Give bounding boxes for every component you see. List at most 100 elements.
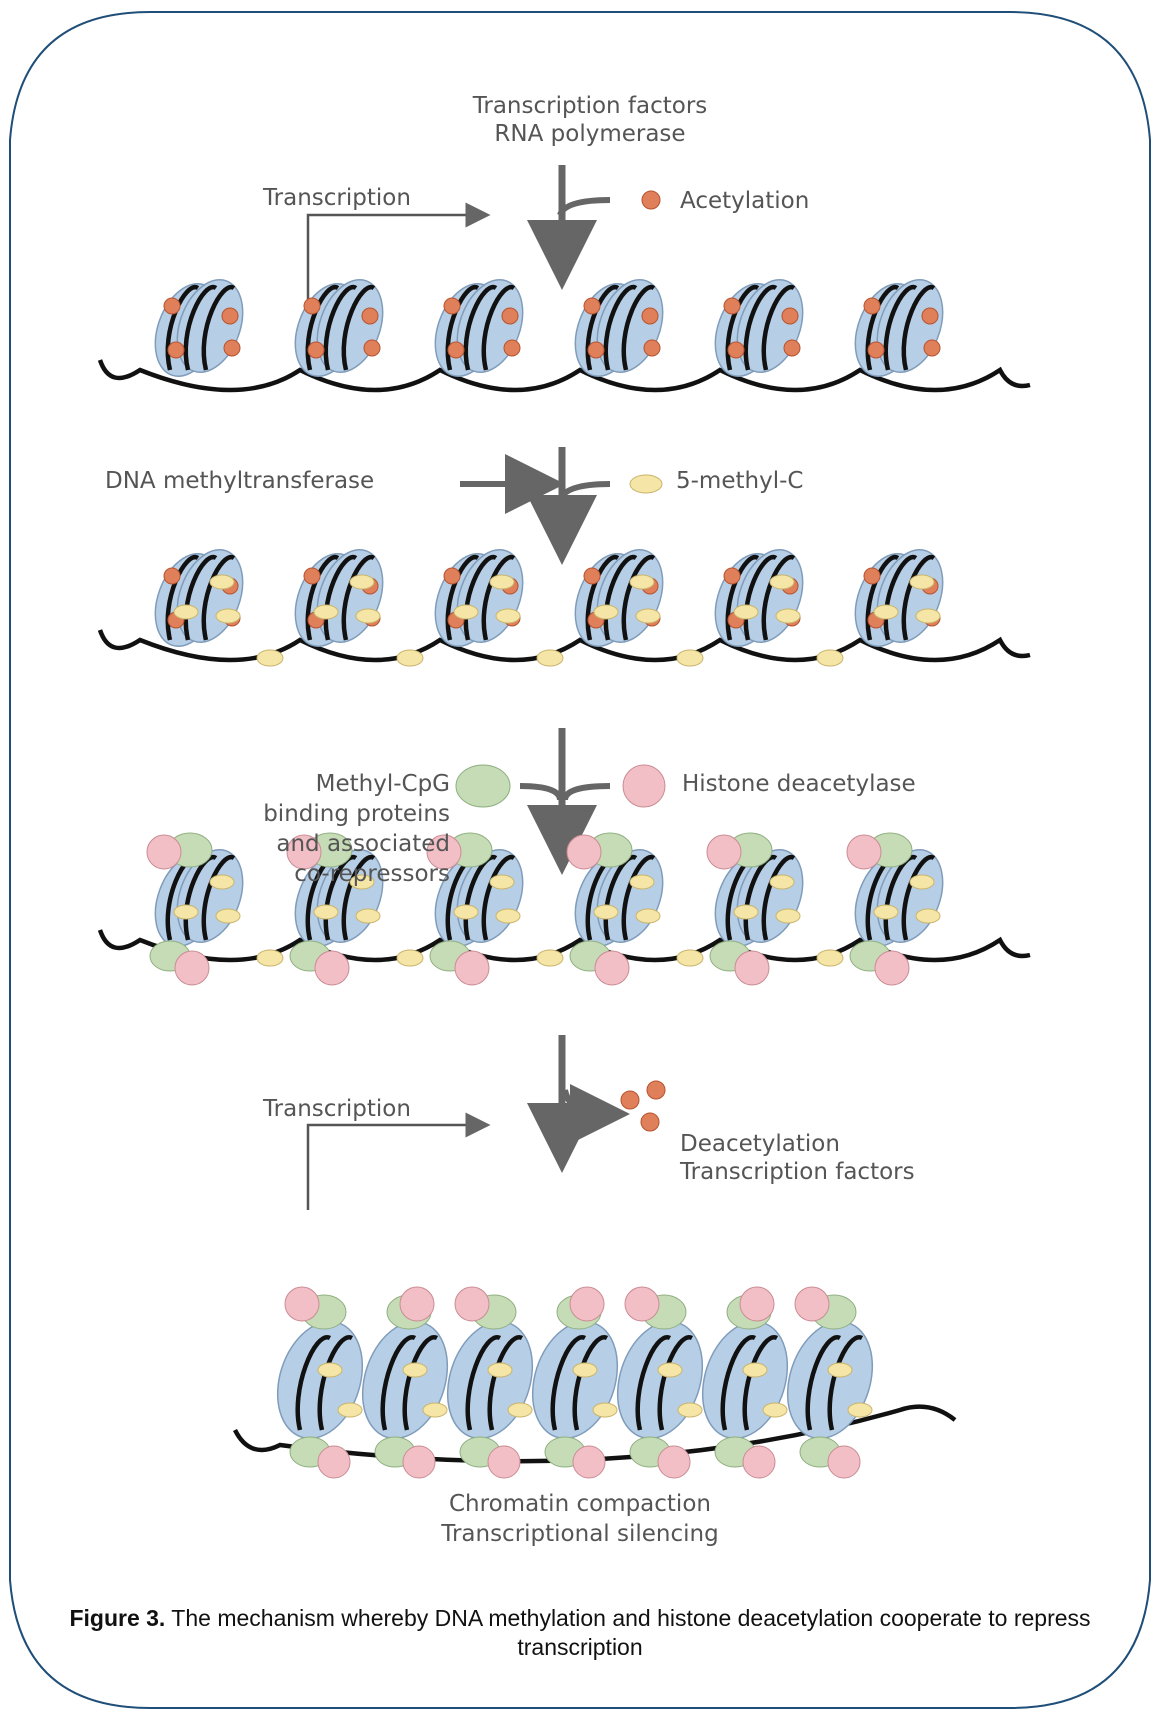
hdac-protein [175, 951, 209, 985]
acetyl-group [922, 308, 938, 324]
methyl-c [770, 575, 794, 589]
methyl-c [776, 909, 800, 923]
methyl-c-legend-icon [630, 475, 662, 493]
hdac-protein [315, 951, 349, 985]
methyl-c [770, 875, 794, 889]
methyl-c [490, 575, 514, 589]
methyl-c [496, 609, 520, 623]
methyl-c [848, 1403, 872, 1417]
caption-figure-number: Figure 3. [69, 1605, 165, 1631]
acetyl-group [444, 298, 460, 314]
linker-methyl-c [257, 650, 283, 666]
methyl-c [916, 909, 940, 923]
methyl-c [496, 909, 520, 923]
acetyl-group [362, 308, 378, 324]
hdac-protein [847, 835, 881, 869]
linker-methyl-c [537, 650, 563, 666]
methyl-c [630, 575, 654, 589]
linker-methyl-c [677, 650, 703, 666]
hdac-protein [625, 1287, 659, 1321]
methyl-c [636, 609, 660, 623]
methyl-c [210, 575, 234, 589]
acetyl-group [784, 340, 800, 356]
acetyl-group [724, 568, 740, 584]
methyl-c [910, 875, 934, 889]
linker-methyl-c [817, 950, 843, 966]
methyl-c [594, 605, 618, 619]
hdac-protein [595, 951, 629, 985]
mbp-label-3: and associated [150, 830, 450, 858]
transcription-arrow-bottom [308, 1125, 478, 1210]
figure-caption: Figure 3. The mechanism whereby DNA meth… [60, 1604, 1100, 1662]
methyl-c [630, 875, 654, 889]
hdac-protein [743, 1446, 775, 1478]
transcription-label-bottom: Transcription [263, 1095, 411, 1123]
mbp-label-1: Methyl-CpG [150, 770, 450, 798]
acetyl-group [364, 340, 380, 356]
methyl-c [454, 605, 478, 619]
hdac-protein [318, 1446, 350, 1478]
acetyl-group [224, 340, 240, 356]
deacetylation-label-1: Deacetylation [680, 1130, 840, 1158]
acetyl-group [644, 340, 660, 356]
methyl-c [403, 1363, 427, 1377]
methyl-c [454, 905, 478, 919]
methyl-c [734, 605, 758, 619]
methyl-hook [560, 484, 610, 500]
acetyl-group [924, 340, 940, 356]
dnmt-label: DNA methyltransferase [105, 467, 374, 495]
acetyl-group [304, 298, 320, 314]
released-acetyl-icon [621, 1091, 639, 1109]
methyl-c [174, 605, 198, 619]
compacted-chromatin [235, 1287, 955, 1478]
nucleosome-row [100, 541, 1030, 666]
released-acetyl-icon [641, 1113, 659, 1131]
hdac-protein [488, 1446, 520, 1478]
linker-methyl-c [397, 950, 423, 966]
methyl-c [658, 1363, 682, 1377]
methyl-c [338, 1403, 362, 1417]
hdac-protein [735, 951, 769, 985]
acetyl-group [304, 568, 320, 584]
hdac-hook-right [565, 786, 610, 800]
acetyl-group [504, 340, 520, 356]
methyl-c [350, 575, 374, 589]
methyl-c [490, 875, 514, 889]
acetylation-label: Acetylation [680, 187, 809, 215]
hdac-label: Histone deacetylase [682, 770, 916, 798]
methyl-c [488, 1363, 512, 1377]
methyl-c [423, 1403, 447, 1417]
methyl-c [356, 909, 380, 923]
bottom-label-2: Transcriptional silencing [330, 1520, 830, 1548]
methyl-c [916, 609, 940, 623]
hdac-legend-icon [623, 765, 665, 807]
hdac-protein [455, 1287, 489, 1321]
methyl-c-label: 5-methyl-C [676, 467, 803, 495]
methyl-c [910, 575, 934, 589]
acetyl-group [584, 568, 600, 584]
acetyl-group [448, 342, 464, 358]
hdac-protein [658, 1446, 690, 1478]
methyl-c [734, 905, 758, 919]
methyl-c [874, 605, 898, 619]
methyl-c [874, 905, 898, 919]
acetyl-group [724, 298, 740, 314]
acetyl-group [782, 308, 798, 324]
linker-methyl-c [257, 950, 283, 966]
hdac-protein [285, 1287, 319, 1321]
acetyl-group [584, 298, 600, 314]
hdac-protein [707, 835, 741, 869]
acetyl-group [308, 342, 324, 358]
top-label-line2: RNA polymerase [380, 120, 800, 148]
methyl-c [573, 1363, 597, 1377]
mbp-label-4: co-repressors [150, 860, 450, 888]
methyl-c [356, 609, 380, 623]
acetyl-group [868, 342, 884, 358]
methyl-c [216, 609, 240, 623]
hdac-protein [573, 1446, 605, 1478]
linker-methyl-c [537, 950, 563, 966]
methyl-c [828, 1363, 852, 1377]
acetyl-group [642, 308, 658, 324]
hdac-protein [570, 1287, 604, 1321]
hdac-protein [567, 835, 601, 869]
